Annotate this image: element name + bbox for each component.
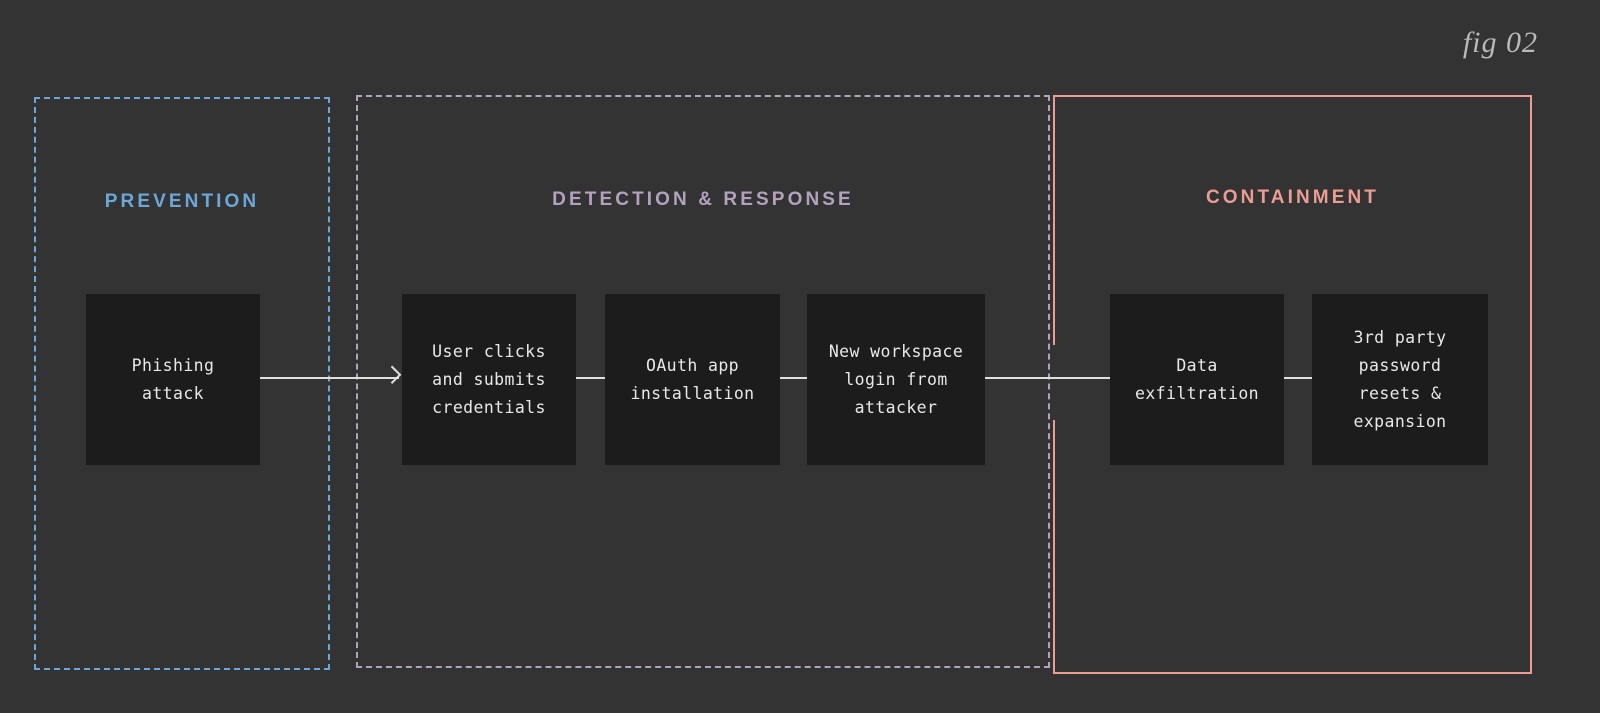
node-label: User clicks and submits credentials <box>432 341 546 417</box>
node-label: 3rd party password resets & expansion <box>1353 327 1447 431</box>
node-third-party-password-resets-and-expansion[interactable]: 3rd party password resets & expansion <box>1312 294 1488 465</box>
containment-border-bottom <box>1053 672 1532 674</box>
phase-region-containment: CONTAINMENT <box>1053 95 1532 674</box>
containment-border-top <box>1053 95 1532 97</box>
containment-border-left-upper <box>1053 95 1055 345</box>
node-new-workspace-login-from-attacker[interactable]: New workspace login from attacker <box>807 294 985 465</box>
node-oauth-app-installation[interactable]: OAuth app installation <box>605 294 780 465</box>
node-label: Data exfiltration <box>1134 355 1259 403</box>
connector-phishing-to-user-clicks <box>241 365 402 384</box>
phase-title-prevention: PREVENTION <box>104 191 260 212</box>
node-label: OAuth app installation <box>630 355 755 403</box>
node-label: Phishing attack <box>131 355 215 403</box>
node-user-clicks-and-submits-credentials[interactable]: User clicks and submits credentials <box>402 294 576 465</box>
phase-title-detection-response: DETECTION & RESPONSE <box>552 189 854 210</box>
phase-region-detection-response: DETECTION & RESPONSE <box>356 95 1050 668</box>
node-label: New workspace login from attacker <box>828 341 964 417</box>
connector-user-clicks-to-oauth <box>564 365 645 384</box>
phase-region-prevention: PREVENTION <box>34 97 330 670</box>
containment-border-right <box>1530 95 1532 674</box>
figure-label: fig 02 <box>1462 26 1538 59</box>
node-data-exfiltration[interactable]: Data exfiltration <box>1110 294 1284 465</box>
containment-border-left-lower <box>1053 420 1055 674</box>
connector-workspace-to-exfiltration <box>973 365 1141 384</box>
node-phishing-attack[interactable]: Phishing attack <box>86 294 260 465</box>
phase-title-containment: CONTAINMENT <box>1205 187 1380 208</box>
